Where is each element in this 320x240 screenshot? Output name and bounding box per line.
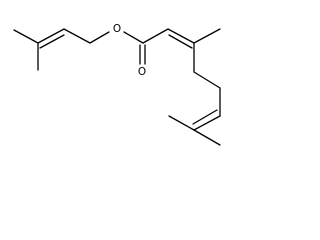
- atom-ester-oxygen: O: [113, 23, 121, 35]
- bond-prenyl-double-main: [37, 28, 65, 44]
- bond-beta-methyl: [193, 28, 221, 44]
- bond-prenyl-single: [63, 28, 91, 44]
- bond-carbonyl-alpha: [142, 28, 169, 44]
- atom-carbonyl-oxygen: O: [138, 66, 146, 78]
- bond-prenyl-double-inner: [39, 34, 65, 49]
- bond-ch2-oxygen: [89, 31, 110, 44]
- chemical-structure: O O: [13, 23, 221, 146]
- bond-terminal-double-inner: [192, 109, 218, 125]
- bond-methyl-a: [13, 29, 39, 44]
- bond-oxygen-carbonyl: [123, 31, 144, 44]
- bond-terminal-double-main: [193, 115, 221, 131]
- bond-alpha-beta-inner: [168, 34, 193, 49]
- bond-terminal-methyl-a: [168, 115, 195, 131]
- bond-terminal-methyl-b: [193, 129, 221, 146]
- bond-chain-2: [193, 71, 221, 89]
- bond-alpha-beta-main: [167, 28, 195, 44]
- structure-canvas: O O: [13, 23, 221, 146]
